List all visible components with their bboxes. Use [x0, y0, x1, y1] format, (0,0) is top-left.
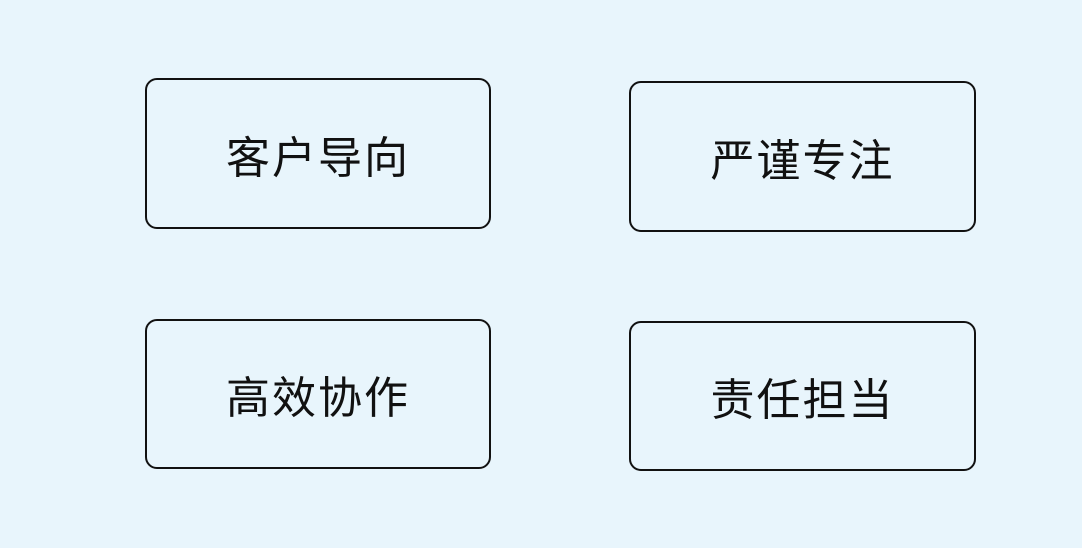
value-card-label: 客户导向 — [226, 132, 410, 184]
value-card-label: 高效协作 — [226, 373, 410, 424]
value-card-label: 严谨专注 — [710, 135, 895, 187]
value-card-customer-orientation: 客户导向 — [145, 78, 491, 229]
value-card-label: 责任担当 — [710, 375, 895, 426]
value-card-rigorous-focus: 严谨专注 — [629, 81, 976, 232]
value-card-efficient-collaboration: 高效协作 — [145, 319, 491, 469]
value-card-responsibility: 责任担当 — [629, 321, 976, 471]
